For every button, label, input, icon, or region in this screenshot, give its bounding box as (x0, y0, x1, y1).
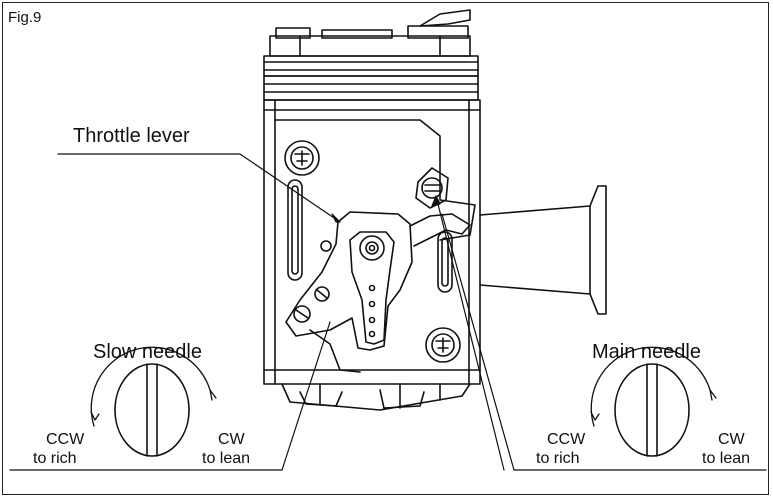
slow-ccw-label: CCW (46, 431, 85, 448)
intake-funnel (479, 185, 607, 315)
screw-lower-right (425, 327, 461, 363)
main-cw-label: CW (718, 431, 745, 448)
main-needle-dial (590, 346, 717, 457)
screw-upper-left (284, 140, 320, 176)
slow-cw-label: CW (218, 431, 245, 448)
slow-needle-leader (9, 321, 331, 471)
carburetor-top-cover (263, 9, 479, 101)
slow-cw-sub-label: to lean (202, 450, 251, 467)
main-cw-sub-label: to lean (702, 450, 751, 467)
carburetor-bottom (281, 383, 471, 411)
main-needle-leader (431, 195, 767, 471)
slow-needle-label: Slow needle (93, 341, 202, 363)
figure-label: Fig.9 (8, 9, 42, 26)
throttle-lever-leader (57, 153, 341, 223)
slow-needle-dial (90, 346, 217, 457)
main-ccw-sub-label: to rich (536, 450, 580, 467)
slow-ccw-sub-label: to rich (33, 450, 77, 467)
main-needle-screw (415, 167, 449, 209)
throttle-lever-label: Throttle lever (73, 125, 190, 147)
main-ccw-label: CCW (547, 431, 586, 448)
throttle-lever-assembly (285, 211, 471, 373)
main-needle-label: Main needle (592, 341, 701, 363)
